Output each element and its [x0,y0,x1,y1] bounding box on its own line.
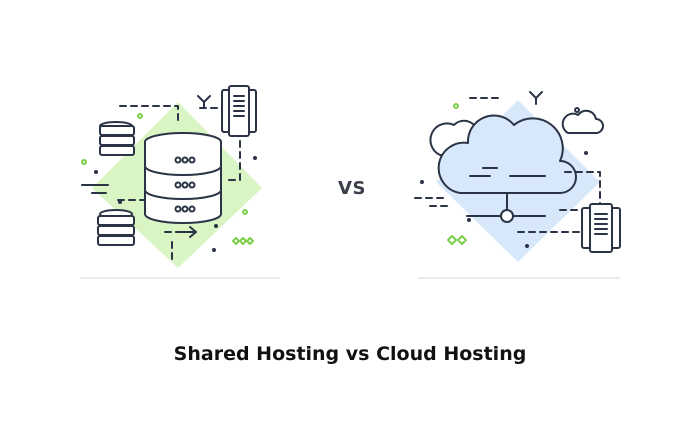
cloud-hosting-illustration [414,91,621,262]
cloud-highlight [469,167,546,177]
network-line [466,192,546,217]
cloud-icon [561,109,604,134]
dashed-connector [564,171,601,211]
shared-hosting-illustration [81,85,262,268]
decor-dot [574,107,580,113]
cloud-dots [420,151,588,248]
tick-line [81,184,109,194]
diamond-shape [232,237,254,245]
decor-dot [453,103,459,109]
server-rack-icon [221,85,257,137]
cloud-icon [437,114,577,194]
fork-icon [197,95,211,109]
shared-dots [94,156,257,252]
network-node-icon [500,209,514,223]
dashed-connector [225,129,241,181]
database-server-icon [144,132,222,224]
diamond-shape [447,235,467,245]
server-stack-icon [99,121,135,156]
arrow-line [175,226,197,238]
dashed-connector [119,105,179,123]
decor-dot [242,209,248,215]
page-title: Shared Hosting vs Cloud Hosting [173,343,527,365]
server-rack-icon [581,203,621,253]
server-stack-icon [97,209,135,246]
fork-icon [529,91,543,105]
decor-dot [137,113,143,119]
decor-dot [81,159,87,165]
vs-label: VS [338,178,366,199]
